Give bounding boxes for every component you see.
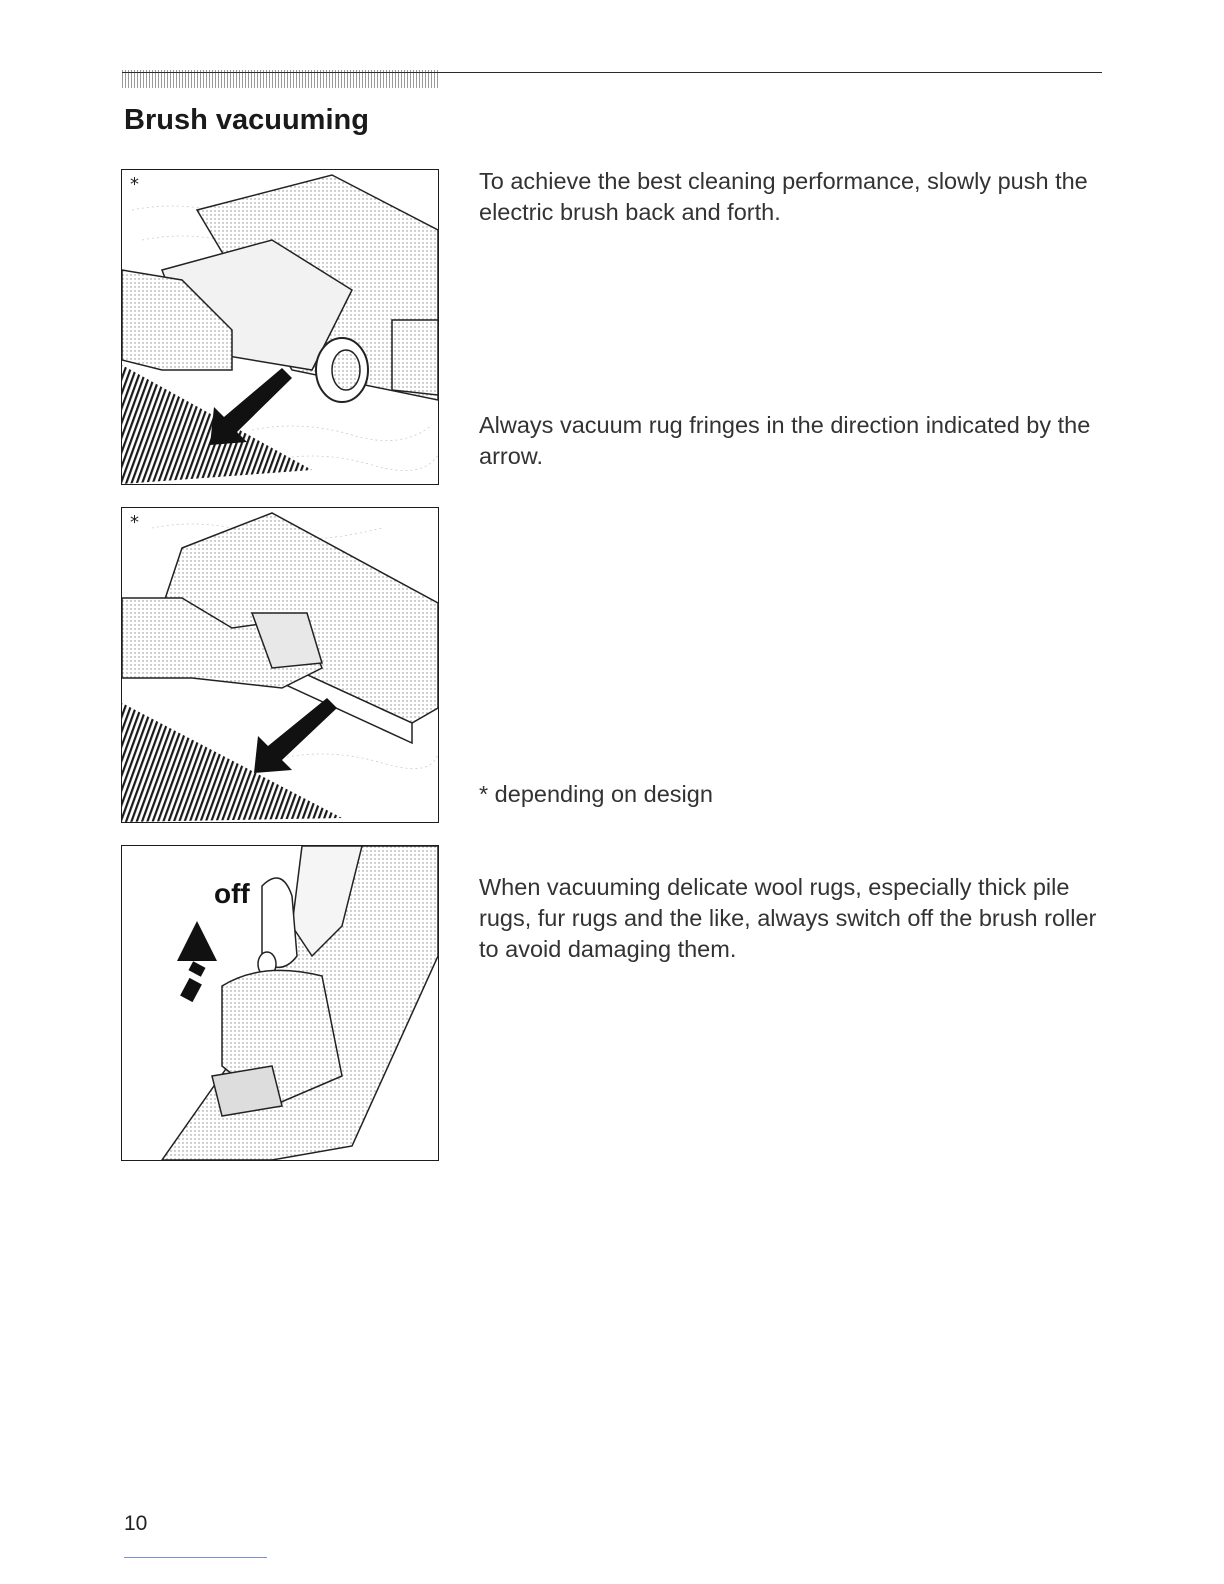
- page-number: 10: [124, 1512, 148, 1535]
- figure-brush-rug-fringe: *: [121, 169, 439, 485]
- figure-brush-roller-switch: off: [121, 845, 439, 1161]
- header-pattern-band: [122, 70, 438, 88]
- page-title: Brush vacuuming: [124, 104, 369, 136]
- brush-roller-switch-illustration-icon: [161, 846, 438, 1160]
- instruction-push-brush: To achieve the best cleaning performance…: [479, 168, 1088, 225]
- footnote-depending-on-design: * depending on design: [479, 781, 713, 807]
- figure-brush-alternate-design: *: [121, 507, 439, 823]
- electric-brush-alternate-illustration-icon: [122, 512, 438, 822]
- electric-brush-illustration-icon: [122, 174, 438, 484]
- header-rule: [122, 72, 1102, 73]
- instruction-rug-fringes: Always vacuum rug fringes in the directi…: [479, 412, 1091, 469]
- instruction-switch-off-roller: When vacuuming delicate wool rugs, espec…: [479, 874, 1097, 962]
- off-label: off: [214, 878, 250, 909]
- design-footnote-marker: *: [130, 512, 139, 533]
- footer-rule: [124, 1557, 267, 1558]
- design-footnote-marker: *: [130, 174, 139, 195]
